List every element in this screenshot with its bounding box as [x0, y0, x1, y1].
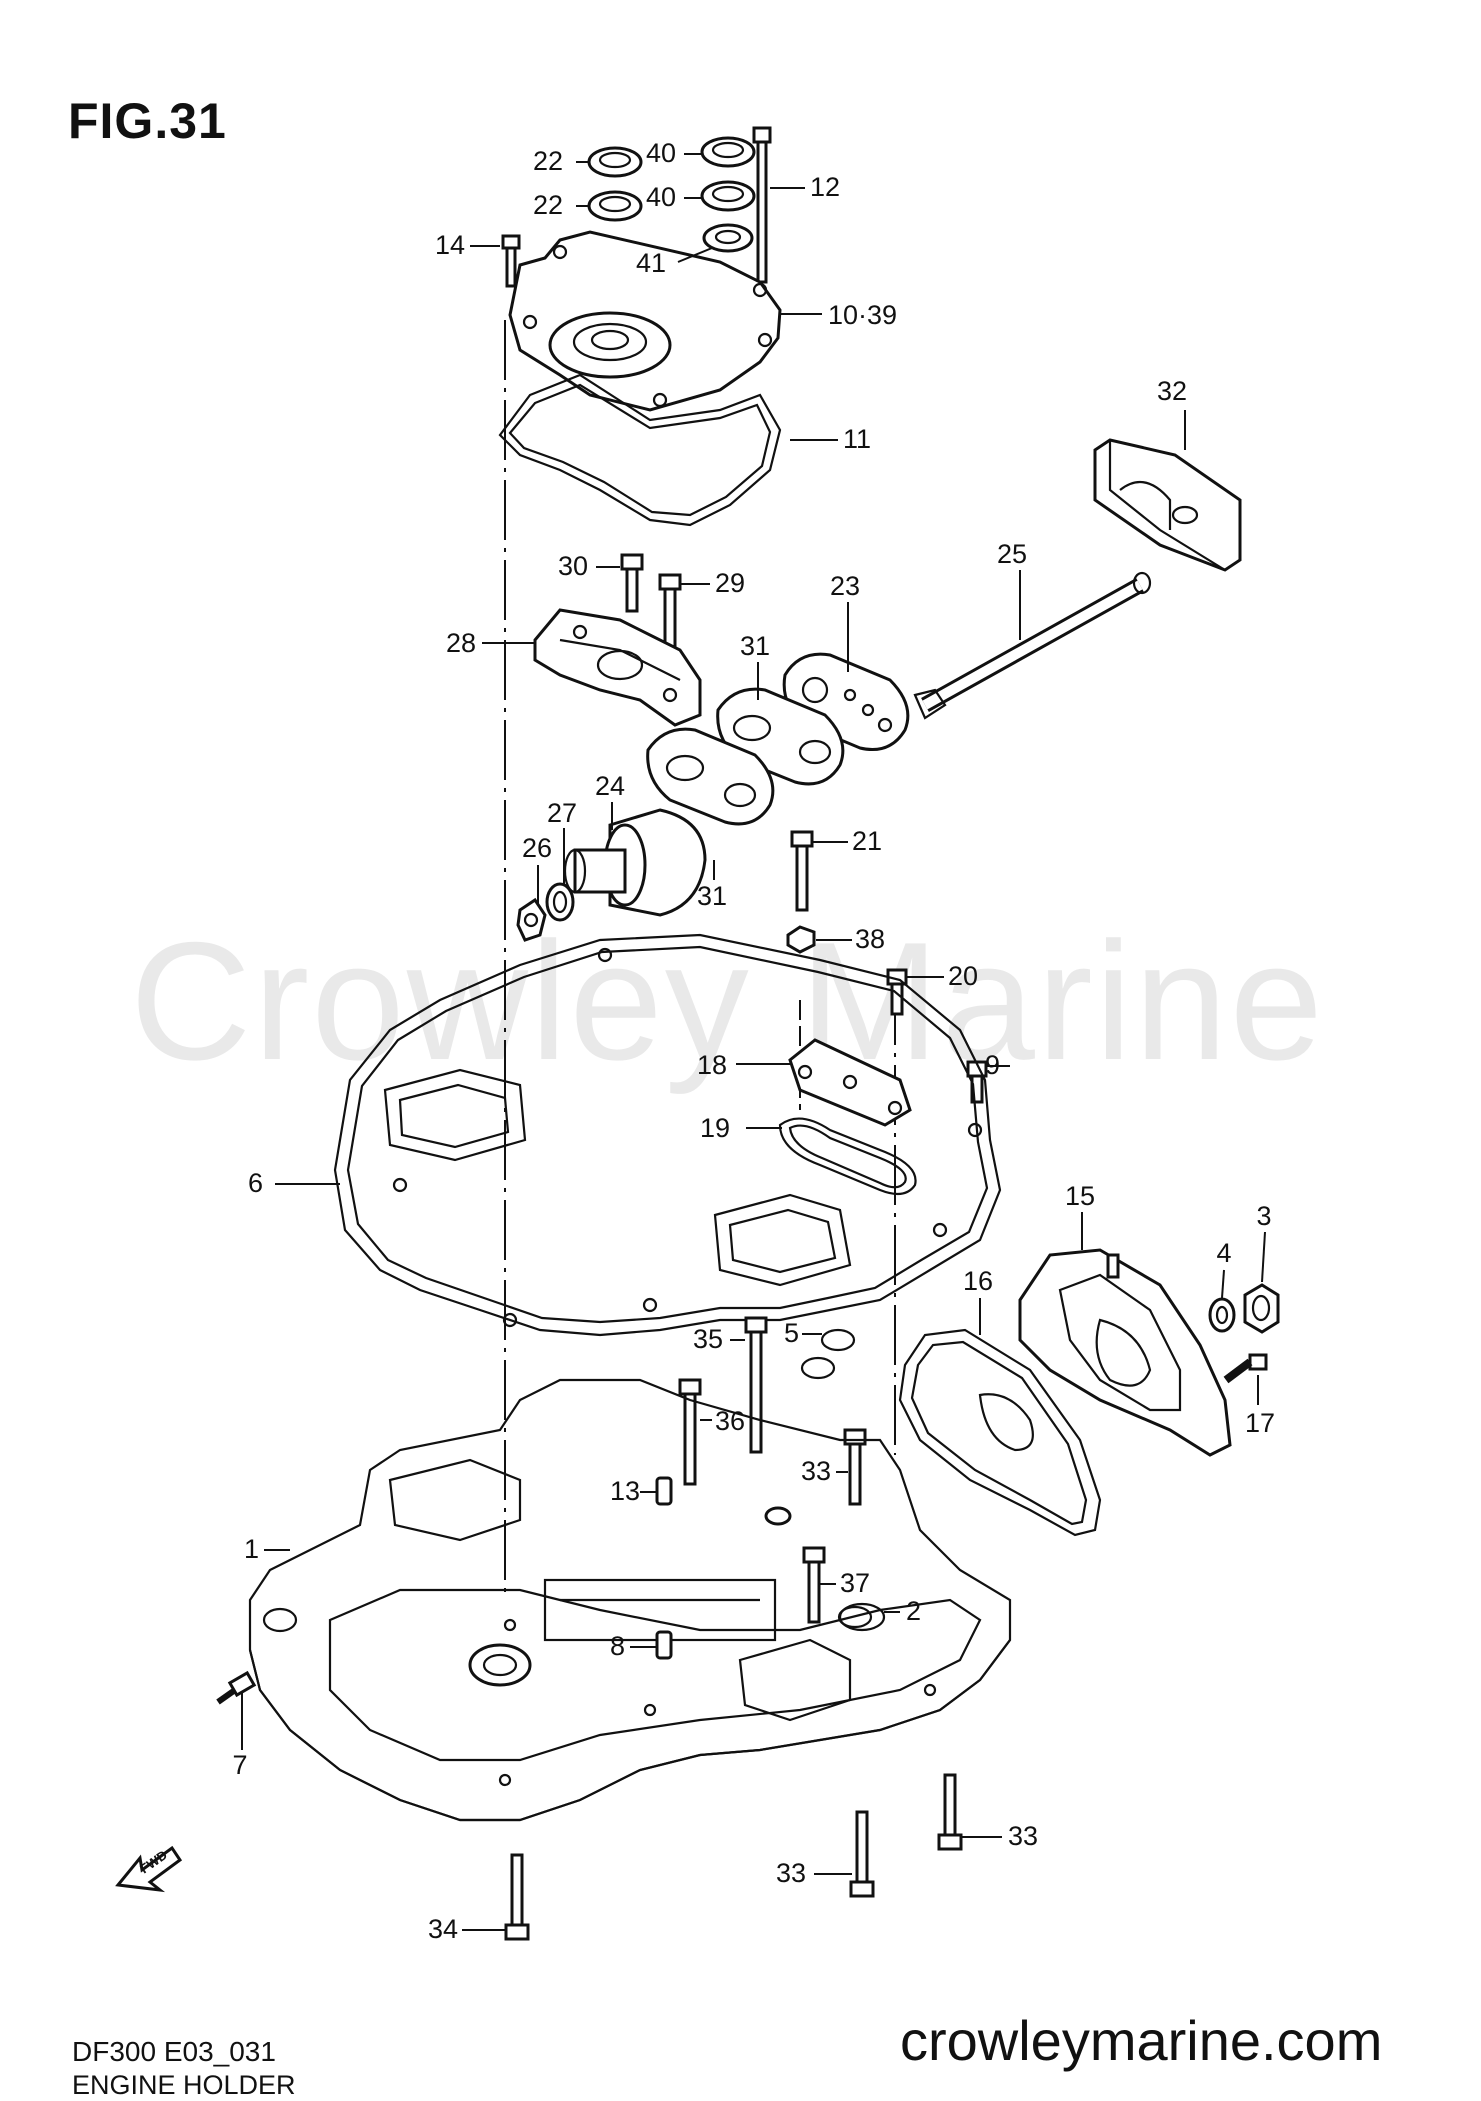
callout-label: 23 [830, 571, 860, 601]
bolt-36 [678, 1378, 702, 1486]
callout-label: 4 [1216, 1238, 1231, 1268]
callout-label: 7 [232, 1750, 247, 1780]
gasket-11 [498, 373, 782, 527]
callout-label: 12 [810, 172, 840, 202]
callout-label: 2 [906, 1596, 921, 1626]
bolt-37 [802, 1546, 826, 1624]
callout-label: 19 [700, 1113, 730, 1143]
figure-name: ENGINE HOLDER [72, 2070, 296, 2100]
washer-27 [545, 882, 575, 922]
block-32 [1093, 438, 1242, 572]
oring-2 [838, 1602, 886, 1632]
callout-label: 25 [997, 539, 1027, 569]
nut-38 [786, 925, 816, 954]
callout-label: 21 [852, 826, 882, 856]
leader-line [677, 247, 713, 263]
callout-label: 26 [522, 833, 552, 863]
callout-label: 16 [963, 1266, 993, 1296]
callout-label: 5 [784, 1318, 799, 1348]
callout-label: 11 [843, 424, 871, 454]
callout-label: 33 [801, 1456, 831, 1486]
callout-label: 30 [558, 551, 588, 581]
callout-label: 28 [446, 628, 476, 658]
callout-label: 1 [244, 1534, 259, 1564]
callout-label: 27 [547, 798, 577, 828]
callout-label: 34 [428, 1914, 458, 1944]
engine-holder-1 [248, 1378, 1012, 1822]
dowel-13 [655, 1476, 673, 1506]
model-code: DF300 E03_031 [72, 2036, 276, 2067]
callout-label: 24 [595, 771, 625, 801]
leader-line [1221, 1269, 1225, 1299]
dowel-8 [655, 1630, 673, 1660]
bolt-14 [501, 234, 521, 288]
callout-label: 31 [740, 631, 770, 661]
seal-40-upper [700, 136, 756, 168]
callout-label: 33 [776, 1858, 806, 1888]
housing-15 [1018, 1248, 1232, 1457]
bolt-29 [658, 573, 682, 651]
seal-22-upper [587, 146, 643, 178]
callout-label: 13 [610, 1476, 640, 1506]
bolt-21 [790, 830, 814, 912]
callout-label: 22 [533, 190, 563, 220]
callout-label: 38 [855, 924, 885, 954]
callout-label: 18 [697, 1050, 727, 1080]
bolt-30 [620, 553, 644, 613]
callout-label: 40 [646, 138, 676, 168]
callout-label: 31 [697, 881, 727, 911]
footer-url[interactable]: crowleymarine.com [900, 2009, 1383, 2072]
fwd-arrow-icon: FWD [115, 1845, 183, 1893]
bolt-33-lower-left [849, 1810, 875, 1898]
figure-title: FIG.31 [68, 93, 227, 149]
callout-label: 14 [435, 230, 465, 260]
callout-label: 33 [1008, 1821, 1038, 1851]
callout-label: 22 [533, 146, 563, 176]
callout-label: 3 [1256, 1201, 1271, 1231]
callout-label: 8 [610, 1631, 625, 1661]
callout-label: 35 [693, 1324, 723, 1354]
washer-41 [702, 223, 754, 253]
watermark: Crowley Marine [130, 907, 1325, 1095]
callout-label: 6 [248, 1168, 263, 1198]
cap-18 [788, 1038, 912, 1127]
cover-10-39 [508, 230, 782, 412]
bracket-28 [533, 608, 702, 727]
bolt-33-lower-right [937, 1773, 963, 1851]
callout-label: 17 [1245, 1408, 1275, 1438]
shaft-25 [913, 571, 1152, 720]
gasket-19 [778, 1117, 917, 1196]
nut-26 [516, 897, 547, 942]
bolt-12 [752, 126, 772, 284]
callout-label: 32 [1157, 376, 1187, 406]
gasket-6 [333, 933, 1002, 1337]
bolt-9 [966, 1060, 988, 1104]
callout-label: 20 [948, 961, 978, 991]
plate-31-lower [646, 727, 775, 826]
bolt-17 [1223, 1353, 1268, 1384]
bolt-34 [504, 1853, 530, 1941]
bushing-24 [563, 808, 707, 917]
orings-5 [800, 1328, 856, 1380]
washer-4 [1208, 1297, 1236, 1333]
callout-label: 41 [636, 248, 666, 278]
callout-label: 10·39 [828, 300, 897, 330]
plug-3 [1243, 1283, 1280, 1334]
callout-label: 37 [840, 1568, 870, 1598]
bolt-35 [744, 1316, 768, 1454]
seal-22-lower [587, 190, 643, 222]
callout-label: 15 [1065, 1181, 1095, 1211]
callout-label: 36 [715, 1406, 745, 1436]
seal-40-lower [700, 180, 756, 212]
gasket-16 [898, 1328, 1102, 1537]
callout-label: 29 [715, 568, 745, 598]
sensor-7 [216, 1670, 257, 1705]
callout-label: 9 [985, 1050, 1000, 1080]
leader-line [1261, 1231, 1266, 1283]
callout-label: 40 [646, 182, 676, 212]
